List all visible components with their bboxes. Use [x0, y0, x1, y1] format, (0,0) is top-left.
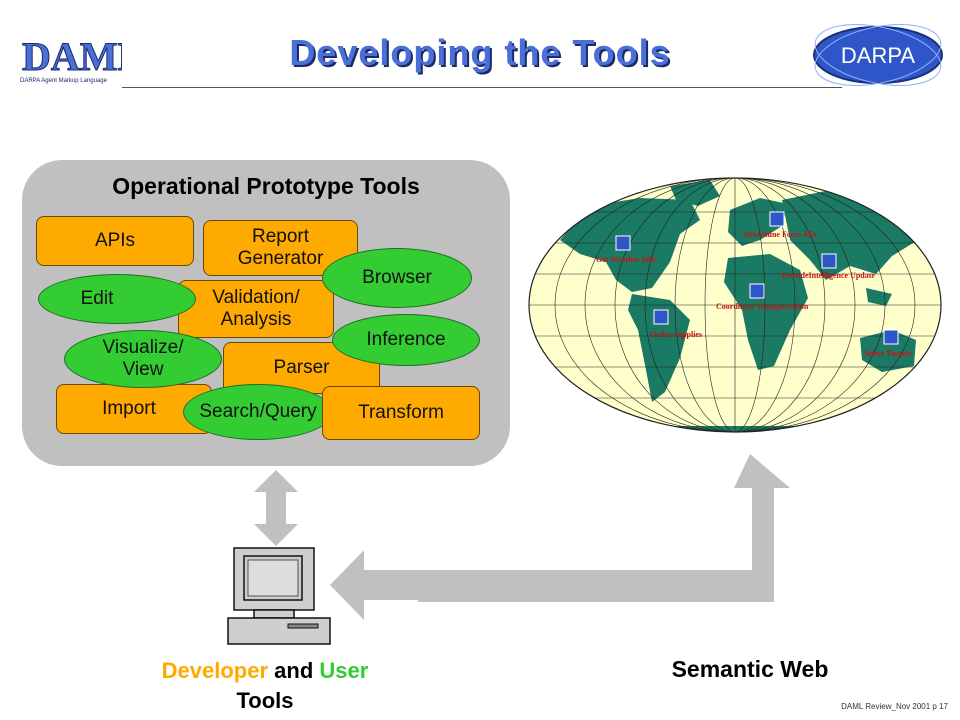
semantic-web-caption: Semantic Web: [671, 656, 829, 682]
tool-visualize-view: Visualize/ View: [64, 330, 222, 388]
daml-logo-text: DAML: [22, 34, 122, 79]
page-title: Developing the Tools: [289, 32, 671, 73]
world-map: Determine Force Mix Get Weather Info Pro…: [528, 177, 942, 433]
tool-search-query: Search/Query: [183, 384, 333, 440]
map-label-coordinate-transportation: Coordinate Transportation: [716, 302, 809, 311]
slide-footer: DAML Review_Nov 2001 p 17: [841, 702, 948, 711]
agent-icon: [883, 329, 899, 345]
agent-icon: [615, 235, 631, 251]
map-label-order-supplies: Order Supplies: [650, 330, 702, 339]
daml-logo: DAML DARPA Agent Markup Language: [18, 28, 122, 84]
caption-and: and: [274, 658, 314, 683]
tool-validation-analysis: Validation/ Analysis: [178, 280, 334, 338]
darpa-logo-text: DARPA: [841, 43, 915, 68]
tool-inference: Inference: [332, 314, 480, 366]
tool-edit: Edit: [38, 274, 196, 324]
daml-logo-subtitle: DARPA Agent Markup Language: [20, 78, 108, 84]
caption-user: User: [319, 658, 369, 683]
map-label-get-weather-info: Get Weather Info: [596, 255, 656, 264]
agent-icon: [653, 309, 669, 325]
tool-apis: APIs: [36, 216, 194, 266]
agent-icon: [821, 253, 837, 269]
web-to-tools-arrow: [330, 454, 790, 620]
tool-browser: Browser: [322, 248, 472, 308]
title-divider: [122, 87, 842, 88]
computer-icon: [227, 547, 331, 645]
caption-tools: Tools: [236, 688, 294, 713]
map-border: [528, 177, 942, 433]
map-label-select-targets: Select Targets: [864, 349, 911, 358]
tool-report-generator: Report Generator: [203, 220, 358, 276]
agent-icon: [769, 211, 785, 227]
agent-icon: [749, 283, 765, 299]
darpa-logo: DARPA: [813, 24, 943, 86]
map-label-provide-intelligence-update: ProvideIntelligence Update: [782, 271, 875, 280]
developer-user-tools-caption: Developer and User Tools: [120, 656, 410, 716]
map-agent-icons: [615, 211, 899, 345]
tool-transform: Transform: [322, 386, 480, 440]
caption-developer: Developer: [161, 658, 269, 683]
map-label-determine-force-mix: Determine Force Mix: [744, 230, 817, 239]
double-arrow: [254, 470, 298, 546]
panel-title: Operational Prototype Tools: [112, 173, 420, 199]
